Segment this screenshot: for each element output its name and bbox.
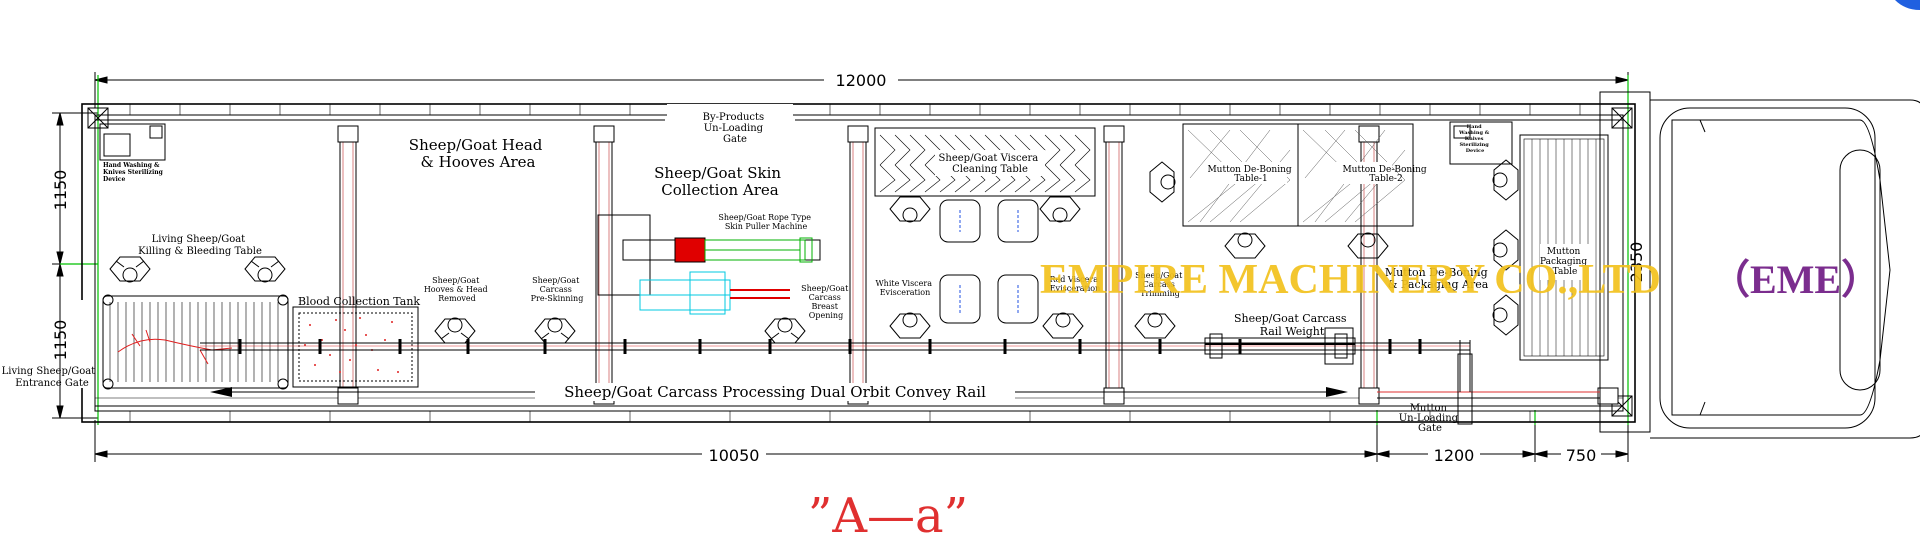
rail-arrow-left bbox=[210, 387, 232, 397]
killing-table bbox=[102, 294, 289, 390]
deboning-table-2-label: Mutton De-Boning Table-2 bbox=[1342, 165, 1429, 184]
watermark-abbr: （EME） bbox=[1710, 257, 1881, 302]
deboning-table-1-label: Mutton De-Boning Table-1 bbox=[1207, 165, 1294, 184]
rail-markers bbox=[238, 339, 1422, 354]
container-walls bbox=[81, 103, 1636, 423]
packaging-area-label: Mutton De-Boning & Packaging Area bbox=[1385, 266, 1491, 291]
entrance-gate-label: Living Sheep/Goat Entrance Gate bbox=[2, 366, 99, 389]
skin-collection-area-label: Sheep/Goat Skin Collection Area bbox=[654, 164, 786, 199]
dimension-bottom-main: 10050 bbox=[709, 446, 760, 465]
dimension-bottom bbox=[94, 420, 1629, 462]
blood-tank bbox=[292, 306, 419, 388]
viscera-label-bg bbox=[935, 150, 1045, 176]
hand-wash-left-label: Hand Washing & Knives Sterilizing Device bbox=[103, 162, 165, 183]
packaging-table bbox=[1519, 134, 1609, 361]
blood-dots bbox=[304, 317, 401, 373]
head-hooves-area-label: Sheep/Goat Head & Hooves Area bbox=[409, 136, 547, 171]
dimension-top-label: 12000 bbox=[836, 71, 887, 90]
red-viscera-label: Red Viscera Evisceration bbox=[1049, 275, 1100, 293]
rail-weight-scale bbox=[1204, 327, 1356, 365]
white-viscera-label: White Viscera Evisceration bbox=[875, 279, 934, 297]
green-guides bbox=[60, 75, 1629, 425]
killing-table-label: Living Sheep/Goat Killing & Bleeding Tab… bbox=[138, 234, 262, 257]
dimension-bottom-mid: 1200 bbox=[1434, 446, 1475, 465]
breast-opening-label: Sheep/Goat Carcass Breast Opening bbox=[801, 284, 851, 320]
skin-puller-label: Sheep/Goat Rope Type Skin Puller Machine bbox=[718, 213, 813, 231]
preskinning-label: Sheep/Goat Carcass Pre-Skinning bbox=[531, 276, 584, 303]
viscera-table-label: Sheep/Goat Viscera Cleaning Table bbox=[939, 153, 1042, 175]
hand-wash-right bbox=[1449, 121, 1513, 165]
packaging-table-label: Mutton Packaging Table bbox=[1540, 247, 1590, 277]
wall-ticks bbox=[129, 104, 1581, 422]
skin-puller-machine bbox=[597, 214, 821, 315]
unloading-gate-label: Mutton Un-Loading Gate bbox=[1399, 403, 1462, 434]
dimension-left-lower: 1150 bbox=[51, 320, 70, 361]
worker-icons bbox=[109, 159, 1519, 344]
dim-top-bg bbox=[824, 70, 898, 90]
deboning1-bg bbox=[1215, 162, 1287, 184]
byproducts-gate-label: By-Products Un-Loading Gate bbox=[703, 112, 768, 145]
dim-bottom-bg bbox=[702, 445, 766, 463]
truck-cab bbox=[1599, 91, 1920, 439]
trimming-label: Sheep/Goat Carcass Trimming bbox=[1135, 271, 1185, 298]
blood-tank-label: Blood Collection Tank bbox=[298, 295, 420, 308]
deboning2-bg bbox=[1320, 162, 1392, 184]
hand-wash-right-label: Hand Washing & Knives Sterilizing Device bbox=[1458, 124, 1491, 154]
packaging-table-bg bbox=[1540, 244, 1590, 280]
dimension-right: 2350 bbox=[1627, 242, 1646, 283]
hand-wash-left bbox=[99, 123, 166, 161]
rail-arrow-right bbox=[1326, 387, 1348, 397]
section-label: ”A—a” bbox=[808, 488, 968, 544]
dimension-left bbox=[52, 112, 98, 419]
byproducts-gate-gap bbox=[667, 104, 793, 122]
watermark-company: EMPIRE MACHINERY CO.,LTD bbox=[1040, 257, 1661, 303]
hooves-removed-label: Sheep/Goat Hooves & Head Removed bbox=[424, 276, 490, 303]
corner-posts bbox=[87, 107, 1633, 417]
corner-accent bbox=[1895, 0, 1920, 10]
dim-right-bg bbox=[1561, 445, 1601, 463]
rail-label-bg bbox=[535, 383, 1015, 401]
dim-mid-bg bbox=[1428, 445, 1480, 463]
dimension-left-upper: 1150 bbox=[51, 170, 70, 211]
viscera-carts bbox=[939, 199, 1039, 324]
convey-rail-label: Sheep/Goat Carcass Processing Dual Orbit… bbox=[564, 383, 986, 401]
rail-weight-label: Sheep/Goat Carcass Rail Weight bbox=[1234, 312, 1350, 338]
dimension-bottom-right: 750 bbox=[1566, 446, 1597, 465]
